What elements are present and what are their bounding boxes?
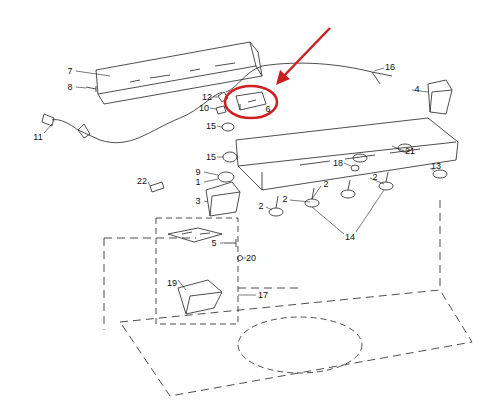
rear-panel-slots xyxy=(130,63,235,82)
control-module xyxy=(178,280,222,314)
callout-number: 16 xyxy=(384,63,396,72)
callout-number: 14 xyxy=(344,233,356,242)
end-bracket xyxy=(428,80,452,114)
knob xyxy=(341,190,355,198)
callout-number: 18 xyxy=(332,159,344,168)
knob xyxy=(305,199,319,207)
clip xyxy=(150,182,164,192)
callout-number: 21 xyxy=(404,147,416,156)
clip xyxy=(216,106,226,114)
callout-number: 2 xyxy=(257,202,264,211)
callout-number: 9 xyxy=(194,168,201,177)
callout-number: 4 xyxy=(413,85,420,94)
callout-number: 17 xyxy=(257,291,269,300)
washer-opening xyxy=(238,317,362,373)
screw xyxy=(224,239,236,247)
screw xyxy=(86,86,96,92)
callout-number: 15 xyxy=(205,122,217,131)
callout-number: 7 xyxy=(66,67,73,76)
leader-line xyxy=(44,68,434,295)
knob xyxy=(379,182,393,190)
end-cap xyxy=(206,182,240,216)
indicator xyxy=(351,165,359,171)
callout-number: 20 xyxy=(245,254,257,263)
knob xyxy=(218,172,234,182)
knob xyxy=(269,208,283,216)
callout-number: 6 xyxy=(264,105,271,114)
console-knob xyxy=(353,154,367,162)
knob xyxy=(433,170,447,178)
power-cord xyxy=(52,92,222,143)
console-panel-face xyxy=(238,142,456,190)
kit-outline xyxy=(156,218,238,324)
assembly-line xyxy=(104,200,440,330)
rear-panel xyxy=(96,42,262,104)
callout-number: 2 xyxy=(281,195,288,204)
highlight-arrowhead xyxy=(276,70,290,85)
callout-number: 12 xyxy=(201,93,213,102)
callout-number: 10 xyxy=(198,104,210,113)
wire-harness xyxy=(226,63,392,92)
cord-strain-relief xyxy=(78,124,90,138)
callout-number: 22 xyxy=(136,177,148,186)
washer-top xyxy=(120,290,472,396)
callout-number: 2 xyxy=(371,173,378,182)
switch-knob-part xyxy=(223,152,237,162)
callout-number: 13 xyxy=(430,162,442,171)
callout-number: 8 xyxy=(66,83,73,92)
switch-knob-part xyxy=(222,123,234,131)
callout-number: 2 xyxy=(322,180,329,189)
console-panel xyxy=(236,118,458,190)
console-module xyxy=(236,92,266,110)
highlight-arrow xyxy=(280,28,330,80)
callout-number: 1 xyxy=(194,178,201,187)
callout-number: 5 xyxy=(210,239,217,248)
callout-number: 19 xyxy=(166,279,178,288)
callout-number: 11 xyxy=(32,133,43,142)
callout-number: 15 xyxy=(205,153,217,162)
callout-number: 3 xyxy=(194,197,201,206)
highlight-circle xyxy=(225,86,277,118)
knob-stems xyxy=(276,172,388,208)
rear-panel-edge xyxy=(98,42,262,94)
